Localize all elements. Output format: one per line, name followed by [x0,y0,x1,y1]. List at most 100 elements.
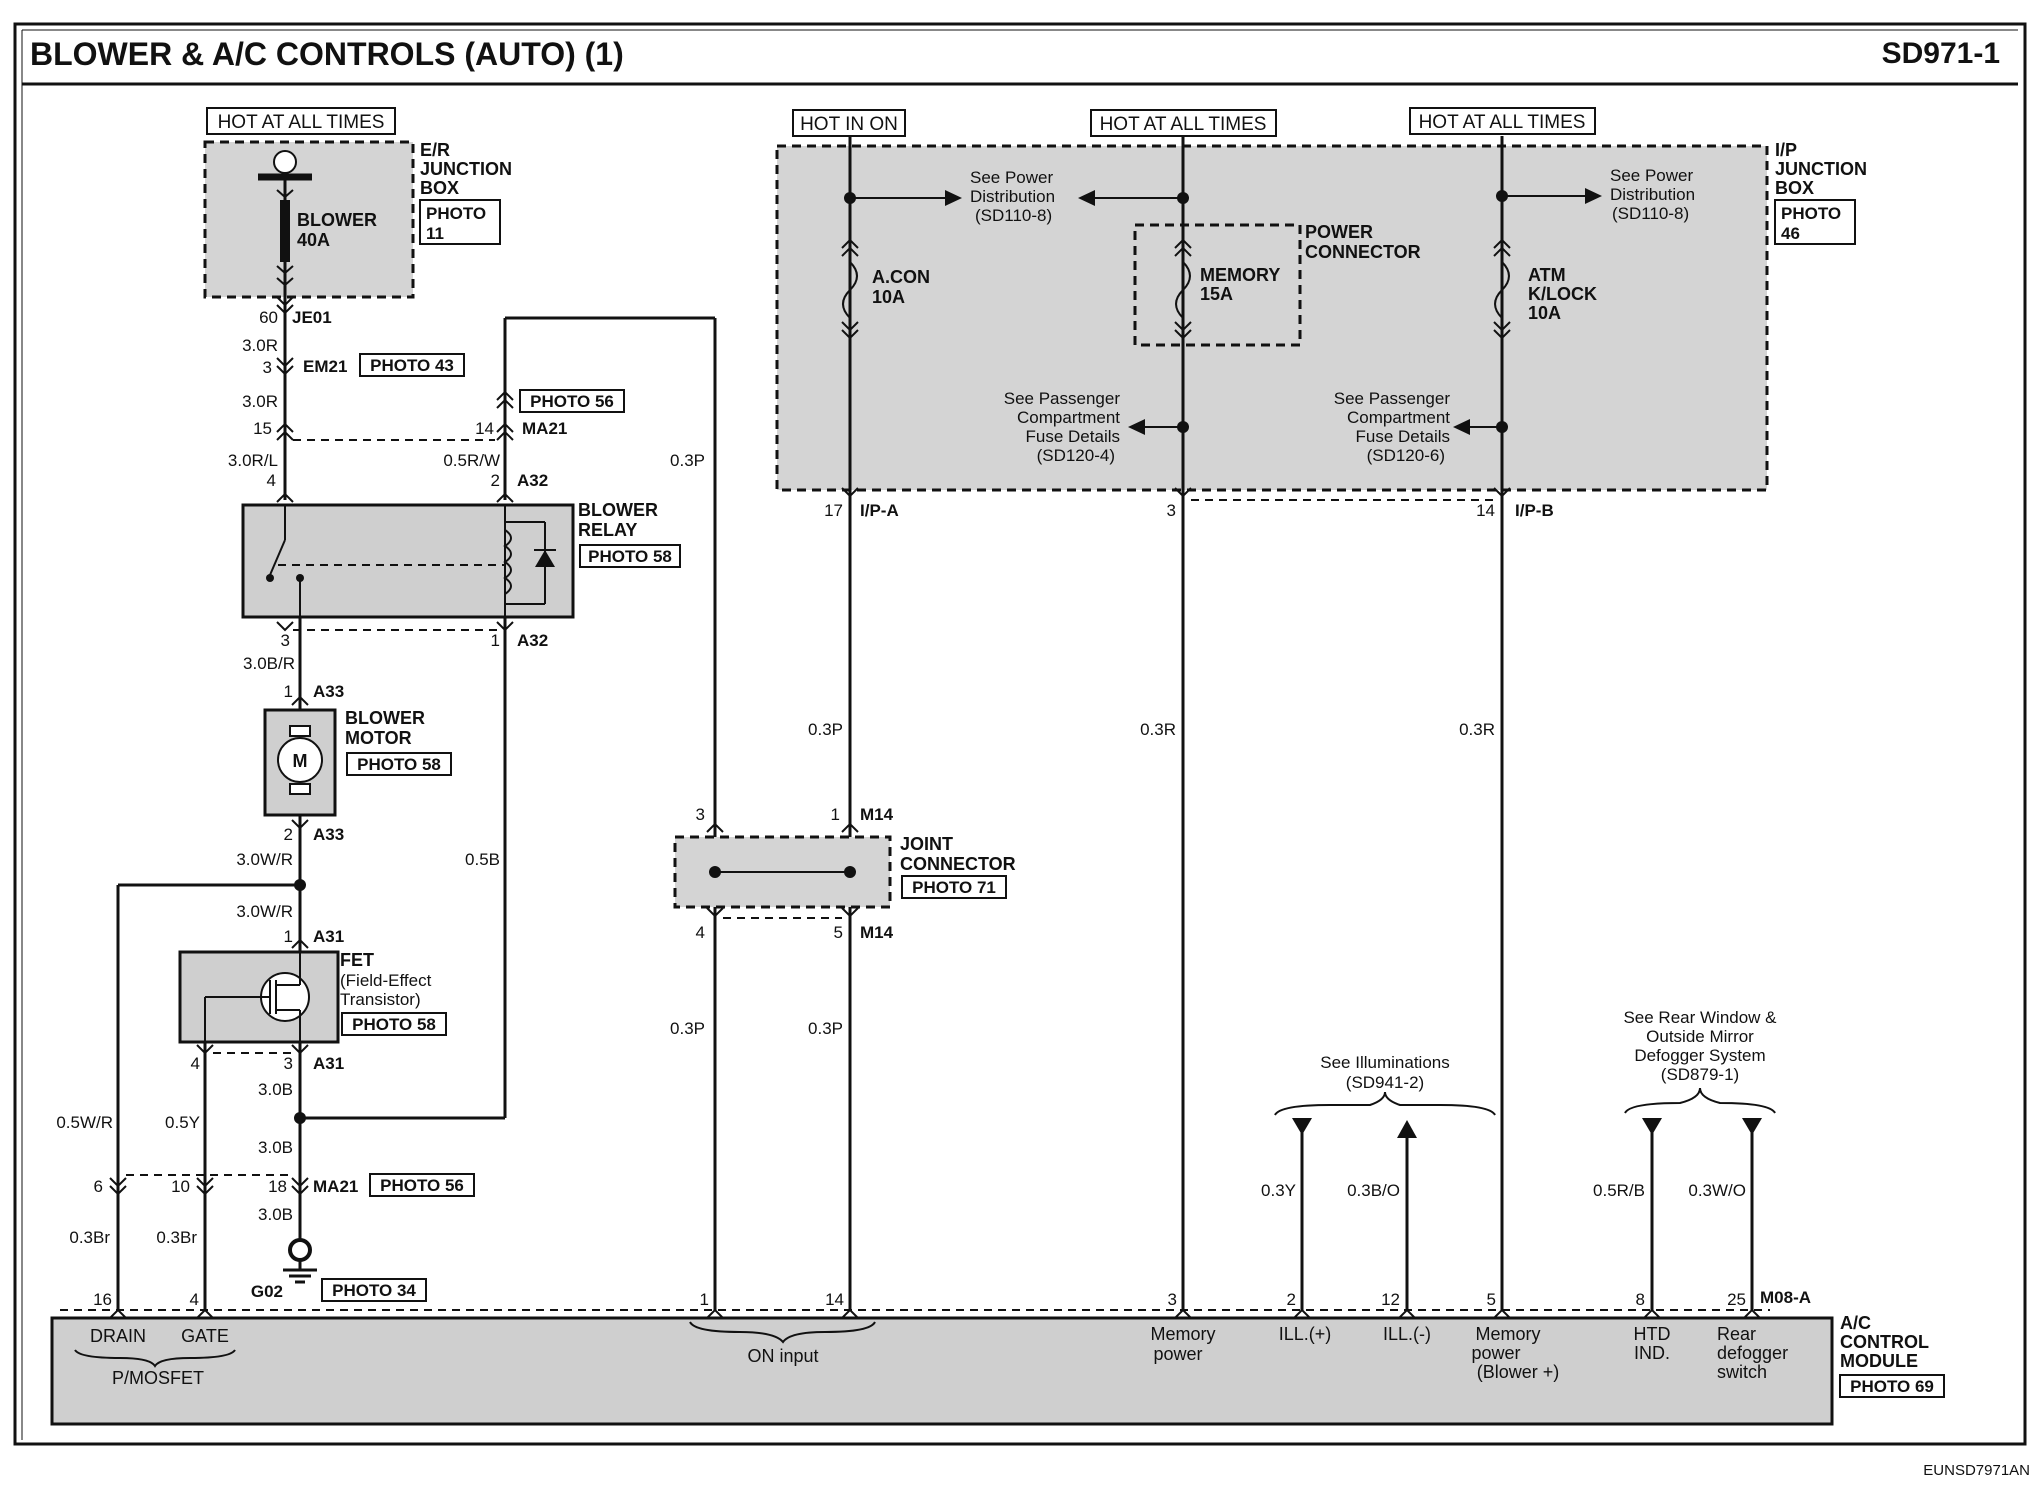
label-refs-pf1-2: Compartment [1017,408,1120,427]
label-refs-pf2-3: Fuse Details [1356,427,1450,446]
label-connectors-m14-pin-3: 3 [696,805,705,824]
label-wires-w24: 0.5R/B [1593,1181,1645,1200]
label-connectors-a31-pin-3: 3 [284,1054,293,1073]
label-er-box-line2: JUNCTION [420,159,512,179]
label-wires-w18: 0.3P [670,1019,705,1038]
label-wires-w13: 0.5W/R [56,1113,113,1132]
footer-ref: EUNSD7971AN [1923,1462,2030,1479]
label-components-joint-photo: PHOTO 71 [912,878,996,897]
label-wires-w10: 3.0B [258,1080,293,1099]
label-ip-box-line2: JUNCTION [1775,159,1867,179]
label-fuses-atm2: K/LOCK [1528,284,1597,304]
memory-fuse [1175,261,1191,319]
label-fuses-mem1: MEMORY [1200,265,1280,285]
label-components-fet-photo: PHOTO 58 [352,1015,436,1034]
label-wires-w12: 3.0B [258,1205,293,1224]
label-refs-pd2-2: Distribution [1610,185,1695,204]
label-wires-w15: 0.3Br [69,1228,110,1247]
page-title: BLOWER & A/C CONTROLS (AUTO) (1) [30,36,624,72]
ip-junction-box [775,144,1769,492]
label-wires-w3: 3.0R/L [228,451,278,470]
label-refs-rw1: See Rear Window & [1623,1008,1777,1027]
label-connectors-m08-pin-14: 14 [825,1290,844,1309]
label-wires-w23: 0.3B/O [1347,1181,1400,1200]
label-connectors-m08-pin-12: 12 [1381,1290,1400,1309]
label-connectors-a31-pin-1: 1 [284,927,293,946]
label-connectors-a33-pin-1: 1 [284,682,293,701]
label-wires-w9: 0.5B [465,850,500,869]
label-components-motor-photo: PHOTO 58 [357,755,441,774]
label-refs-rw3: Defogger System [1634,1046,1765,1065]
label-fuses-atm1: ATM [1528,265,1566,285]
label-components-ac-photo: PHOTO 69 [1850,1377,1934,1396]
blower-relay [241,503,575,619]
label-module-pins-htd1: HTD [1634,1324,1671,1344]
label-er-box-fuse1: BLOWER [297,210,377,230]
label-connectors-a33-pin-2: 2 [284,825,293,844]
label-refs-pf2-4: (SD120-6) [1367,446,1445,465]
diagram-code: SD971-1 [1882,37,2000,70]
label-connectors-ipa-pin: 17 [824,501,843,520]
label-connectors-ipa: I/P-A [860,501,899,520]
label-components-fet2: (Field-Effect [340,971,432,990]
label-connectors-a33-bot: A33 [313,825,344,844]
label-components-ac3: MODULE [1840,1351,1918,1371]
label-connectors-m08-pin-4: 4 [190,1290,199,1309]
label-connectors-m14-pin-5: 5 [834,923,843,942]
label-er-box-line3: BOX [420,178,459,198]
label-connectors-a31-top: A31 [313,927,344,946]
label-connectors-m08-pin-3: 3 [1168,1290,1177,1309]
label-wires-w20: 0.3R [1140,720,1176,739]
label-connectors-m08-pin-25: 25 [1727,1290,1746,1309]
label-er-box-photo2: 11 [426,224,444,243]
label-module-pins-mem2: power [1153,1344,1202,1364]
label-wires-w14: 0.5Y [165,1113,200,1132]
diagram-frame [13,22,2027,1446]
label-module-pins-memb1: Memory [1475,1324,1540,1344]
label-wires-w7: 3.0W/R [236,850,293,869]
label-refs-pf1-3: Fuse Details [1026,427,1120,446]
right-hot-label: HOT AT ALL TIMES [1419,112,1586,133]
label-connectors-je01-pin: 60 [259,308,278,327]
label-connectors-m08-pin-8: 8 [1636,1290,1645,1309]
label-wires-w22: 0.3Y [1261,1181,1296,1200]
label-connectors-m14-top: M14 [860,805,894,824]
label-connectors-m08: M08-A [1760,1288,1811,1307]
label-connectors-em21: EM21 [303,357,347,376]
ground-g02-terminal [288,1238,312,1262]
mid-hot-label: HOT AT ALL TIMES [1100,114,1267,135]
label-er-box-line1: E/R [420,140,450,160]
left-hot-label: HOT AT ALL TIMES [218,112,385,133]
label-er-box-fuse2: 40A [297,230,330,250]
label-module-pins-gate: GATE [181,1326,229,1346]
label-refs-rw4: (SD879-1) [1661,1065,1739,1084]
label-connectors-m14-bot: M14 [860,923,894,942]
label-wires-w6: 3.0B/R [243,654,295,673]
label-connectors-a32-pin-2: 2 [491,471,500,490]
label-connectors-m08-pin-1: 1 [700,1290,709,1309]
label-components-fet1: FET [340,950,374,970]
label-refs-pd1-1: See Power [970,168,1053,187]
er-supply-terminal [273,150,297,174]
label-components-ac2: CONTROL [1840,1332,1929,1352]
label-connectors-ma21b-pin-10: 10 [171,1177,190,1196]
label-module-pins-illp: ILL.(+) [1279,1324,1332,1344]
label-refs-pf1-1: See Passenger [1004,389,1121,408]
label-connectors-g02: G02 [251,1282,283,1301]
label-refs-pd2-1: See Power [1610,166,1693,185]
blower-fuse-40a [280,200,290,262]
label-wires-w17: 0.3P [808,720,843,739]
label-fuses-acon2: 10A [872,287,905,307]
label-ip-box-line3: BOX [1775,178,1814,198]
label-connectors-ipb: I/P-B [1515,501,1554,520]
label-module-pins-on-input: ON input [747,1346,818,1366]
label-wires-w8: 3.0W/R [236,902,293,921]
acon-fuse [842,261,858,319]
label-components-relay1: BLOWER [578,500,658,520]
label-connectors-ma21b-pin-6: 6 [94,1177,103,1196]
label-wires-w25: 0.3W/O [1688,1181,1746,1200]
label-connectors-ipb-pin: 14 [1476,501,1495,520]
label-components-fet3: Transistor) [340,990,421,1009]
label-components-relay-photo: PHOTO 58 [588,547,672,566]
